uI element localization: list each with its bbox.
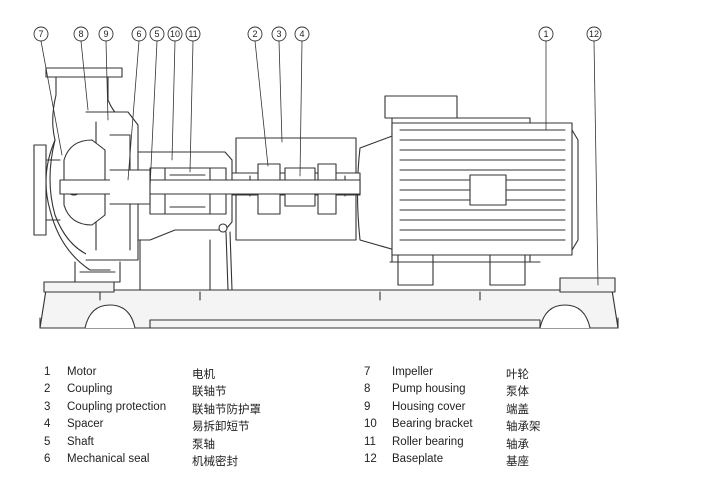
callout-8: 8 [73,26,89,111]
callout-leader-line [593,40,599,286]
callout-9: 9 [98,26,114,121]
callout-leader-line [105,40,109,121]
callout-5: 5 [149,26,165,189]
motor [356,95,579,286]
callout-circle [271,26,287,42]
callout-number: 2 [252,29,257,39]
baseplate [39,277,619,329]
callout-6: 6 [127,26,147,181]
callout-4: 4 [294,26,310,177]
callout-number: 6 [136,29,141,39]
callout-leader-line [127,40,140,181]
callout-number: 3 [276,29,281,39]
callout-circle [294,26,310,42]
callout-leader-line [254,40,269,167]
callout-circle [73,26,89,42]
callout-10: 10 [167,26,183,161]
callout-number: 8 [78,29,83,39]
shaft [59,169,361,205]
callout-number: 10 [170,29,180,39]
callout-3: 3 [271,26,287,143]
callout-circle [538,26,554,42]
callout-number: 1 [543,29,548,39]
callout-leader-line [299,40,303,177]
callout-1: 1 [538,26,554,131]
callout-2: 2 [247,26,269,167]
callout-circle [185,26,201,42]
callout-circle [98,26,114,42]
callout-circle [149,26,165,42]
callout-11: 11 [185,26,201,173]
callout-leader-line [149,40,158,189]
callout-12: 12 [586,26,602,286]
callout-circle [586,26,602,42]
callout-circle [131,26,147,42]
callout-number: 11 [188,29,197,39]
callout-circle [167,26,183,42]
callout-leader-line [171,40,176,161]
callout-number: 5 [154,29,159,39]
callout-number: 7 [38,29,43,39]
callout-number: 9 [103,29,108,39]
callout-number: 4 [299,29,304,39]
callout-number: 12 [589,29,599,39]
callout-leader-line [80,40,89,111]
callout-7: 7 [33,26,63,156]
callout-circle [33,26,49,42]
callout-leader-line [278,40,283,143]
callout-leader-line [189,40,194,173]
callout-leader-line [40,40,63,156]
callout-circle [247,26,263,42]
